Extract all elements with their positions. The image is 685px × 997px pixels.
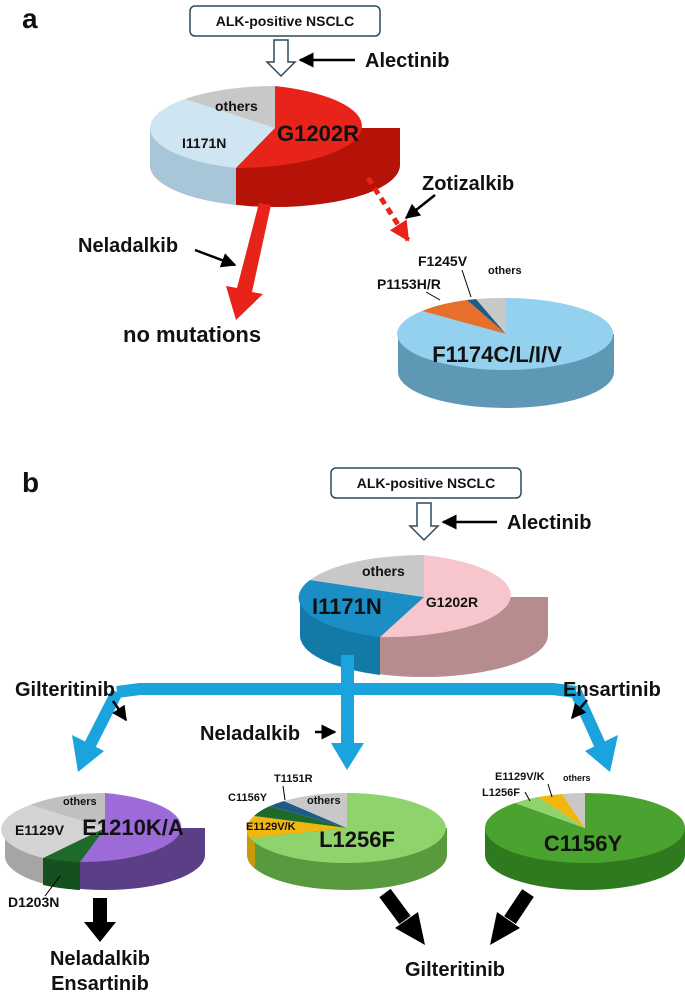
panel-a-start-box bbox=[189, 5, 381, 37]
pie-a2-slice-p1153 bbox=[422, 300, 506, 334]
pie-b3-label-e1129: E1129V/K bbox=[246, 821, 296, 833]
black-arrow-right-shaft bbox=[504, 889, 534, 924]
pie-b3-label-l1256: L1256F bbox=[319, 827, 395, 852]
pie-b3-slice-e1129 bbox=[246, 816, 347, 838]
panel-a-drug-zotizalkib: Zotizalkib bbox=[422, 173, 514, 195]
pie-b4-label-e1129: E1129V/K bbox=[495, 771, 545, 783]
panel-b-start-box bbox=[330, 467, 522, 499]
panel-a-letter: a bbox=[22, 3, 38, 34]
panel-b-letter: b bbox=[22, 467, 39, 498]
pie-b1-label-i1171n: I1171N bbox=[312, 594, 382, 619]
pie-a2-label-f1174: F1174C/L/I/V bbox=[432, 342, 562, 367]
panel-a-drug-alectinib: Alectinib bbox=[365, 50, 449, 72]
pie-b2-label-e1129: E1129V bbox=[15, 822, 65, 838]
leader-f1245 bbox=[461, 269, 472, 298]
neladalkib-red-arrow bbox=[226, 203, 271, 320]
leader-e1129 bbox=[547, 783, 553, 798]
pie-a2-label-p1153: P1153H/R bbox=[377, 276, 441, 292]
pie-b2-label-d1203: D1203N bbox=[8, 894, 59, 910]
pie-b1-slice-i1171n bbox=[298, 580, 424, 637]
hollow-down-arrow-b bbox=[408, 502, 440, 542]
pie-a2 bbox=[397, 297, 614, 408]
blue-stem bbox=[341, 655, 354, 689]
leader-l1256 bbox=[524, 791, 531, 802]
panel-a-no-mutations: no mutations bbox=[123, 322, 261, 347]
outcome-neladalkib: Neladalkib bbox=[50, 948, 150, 970]
panel-b-drug-ensartinib: Ensartinib bbox=[563, 679, 661, 701]
pie-b1-label-others: others bbox=[362, 563, 405, 579]
black-arrow-mid-head bbox=[395, 912, 425, 945]
pie-b4-slice-l1256 bbox=[515, 797, 585, 828]
blue-mid-head bbox=[331, 743, 364, 770]
ensartinib-pointer bbox=[571, 699, 588, 720]
leader-t1151 bbox=[282, 785, 286, 801]
pie-b1-label-g1202r: G1202R bbox=[426, 594, 478, 610]
pie-a1-slice-others bbox=[185, 86, 275, 128]
blue-right-head bbox=[585, 735, 618, 772]
pie-a1-slice-g1202r bbox=[236, 86, 362, 169]
pie-b3-slice-others bbox=[284, 793, 347, 828]
outcome-gilteritinib: Gilteritinib bbox=[405, 959, 505, 981]
blue-left-shaft bbox=[84, 689, 123, 748]
pie-b3-slice-l1256 bbox=[250, 793, 446, 863]
panel-a-drug-neladalkib: Neladalkib bbox=[78, 235, 178, 257]
pie-b2-slice-d1203 bbox=[43, 828, 105, 862]
black-arrow-left bbox=[84, 898, 116, 942]
panel-b-drug-neladalkib: Neladalkib bbox=[200, 723, 300, 745]
pie-a2-slice-f1174 bbox=[397, 298, 614, 370]
pie-a1-label-g1202r: G1202R bbox=[277, 121, 359, 146]
pie-b2-label-e1210: E1210K/A bbox=[82, 815, 184, 840]
blue-branch-arrows bbox=[72, 655, 618, 772]
pie-b4-label-c1156: C1156Y bbox=[544, 831, 623, 856]
pie-a1-label-others: others bbox=[215, 98, 258, 114]
pie-a2-label-f1245: F1245V bbox=[418, 253, 468, 269]
pie-b4-slice-others bbox=[562, 793, 585, 828]
pie-a2-slice-f1245 bbox=[467, 299, 506, 334]
pie-a2-label-others: others bbox=[488, 265, 522, 277]
pie-b3-slice-c1156 bbox=[254, 806, 347, 828]
pie-b2-label-others: others bbox=[63, 796, 97, 808]
pie-a1 bbox=[149, 86, 400, 207]
pie-b3-slice-t1151 bbox=[270, 801, 347, 828]
gilteritinib-pointer bbox=[111, 700, 128, 722]
pie-b3-label-others: others bbox=[307, 795, 341, 807]
pie-b4-slice-c1156 bbox=[484, 793, 685, 863]
pie-b1-slice-g1202r bbox=[380, 555, 511, 638]
pie-b3-label-c1156: C1156Y bbox=[228, 792, 268, 804]
pie-b4-slice-e1129 bbox=[538, 794, 585, 828]
pie-b3 bbox=[246, 793, 447, 890]
pie-b1 bbox=[298, 554, 548, 677]
neladalkib-pointer bbox=[194, 248, 237, 268]
zotizalkib-dashed-arrow bbox=[365, 176, 411, 242]
blue-left-head bbox=[72, 735, 104, 772]
outcome-ensartinib: Ensartinib bbox=[51, 973, 149, 995]
blue-right-shaft bbox=[570, 689, 606, 748]
pie-b4-label-l1256: L1256F bbox=[482, 787, 520, 799]
hollow-down-arrow-a bbox=[265, 39, 297, 78]
pie-b3-label-t1151: T1151R bbox=[274, 773, 313, 785]
pie-a1-slice-i1171n bbox=[150, 99, 275, 168]
pie-b2-side-green bbox=[43, 858, 80, 890]
pie-b4 bbox=[484, 793, 685, 890]
leader-p1153 bbox=[425, 291, 441, 301]
leader-d1203 bbox=[44, 875, 61, 897]
blue-mid-shaft bbox=[341, 689, 354, 745]
zotizalkib-pointer bbox=[404, 194, 436, 219]
panel-a-start-label: ALK-positive NSCLC bbox=[216, 13, 354, 29]
black-arrow-right-head bbox=[490, 912, 520, 945]
pie-b1-slice-others bbox=[310, 554, 424, 597]
pie-a1-label-i1171n: I1171N bbox=[182, 135, 226, 151]
panel-b-drug-gilteritinib: Gilteritinib bbox=[15, 679, 115, 701]
panel-b-start-label: ALK-positive NSCLC bbox=[357, 475, 495, 491]
pie-b2-slice-e1210 bbox=[80, 793, 182, 863]
pie-b4-label-others: others bbox=[563, 773, 591, 783]
pie-b2-slice-e1129 bbox=[1, 805, 105, 858]
panel-b-drug-alectinib: Alectinib bbox=[507, 512, 591, 534]
pie-b2-slice-others bbox=[30, 793, 105, 828]
pie-a2-slice-others bbox=[476, 297, 506, 334]
pie-b2 bbox=[1, 793, 205, 890]
black-arrow-mid-shaft bbox=[379, 888, 411, 925]
